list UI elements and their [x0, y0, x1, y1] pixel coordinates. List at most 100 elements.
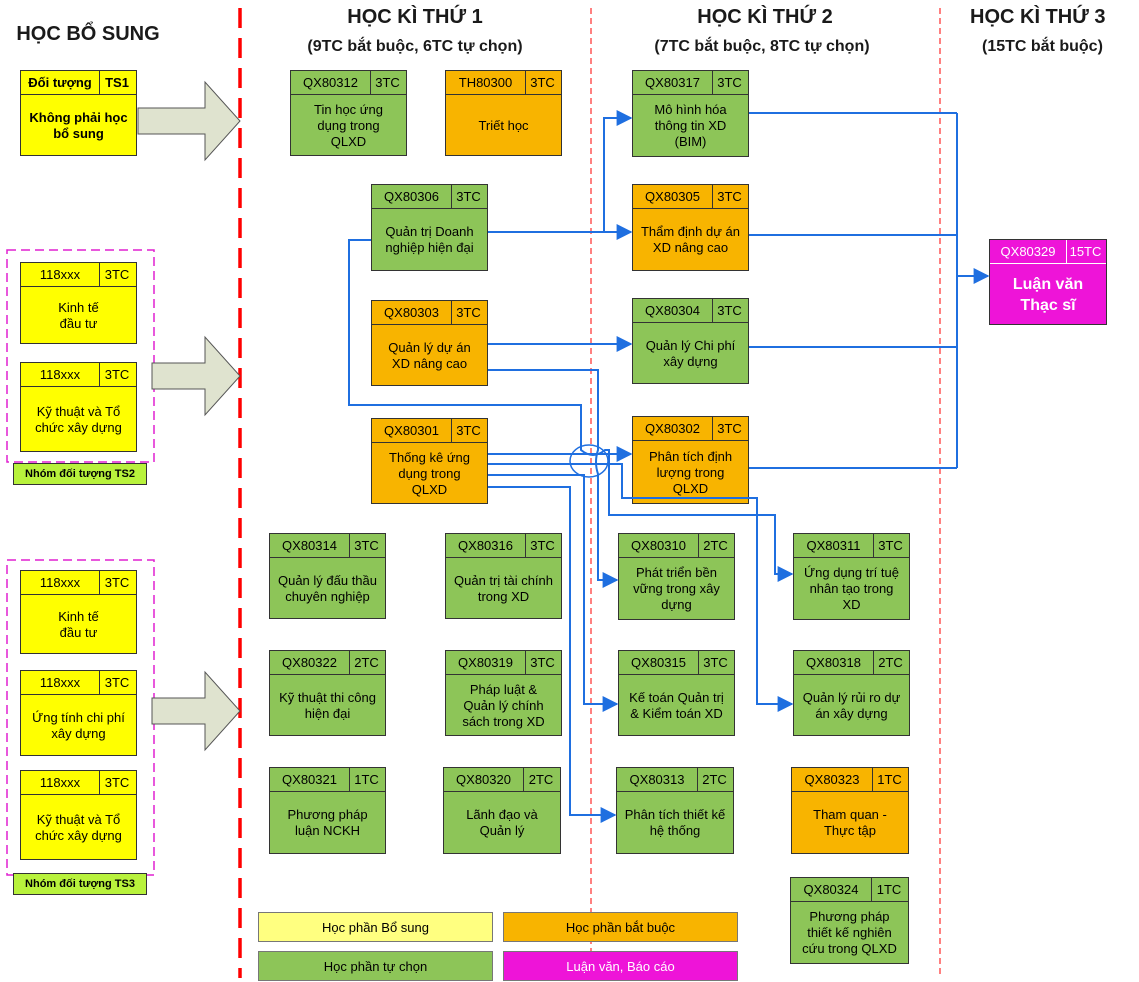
course-credit: 3TC — [98, 571, 136, 595]
course-credit: 3TC — [711, 299, 748, 323]
course-qx80316: QX80316 3TC Quản trị tài chính trong XD — [445, 533, 562, 619]
header-sem1-title: HỌC KÌ THỨ 1 — [347, 6, 483, 28]
course-code: QX80329 — [990, 240, 1067, 264]
course-credit: 3TC — [348, 534, 385, 558]
course-title: Triết học — [478, 117, 529, 133]
course-credit: 3TC — [697, 651, 734, 675]
course-qx80313: QX80313 2TC Phân tích thiết kế hệ thống — [616, 767, 734, 854]
course-code: QX80303 — [372, 301, 452, 325]
course-title: Phương pháp thiết kế nghiên cứu trong QL… — [802, 909, 897, 956]
course-qx80311: QX80311 3TC Ứng dụng trí tuệ nhân tạo tr… — [793, 533, 910, 620]
course-qx80305: QX80305 3TC Thẩm định dự án XD nâng cao — [632, 184, 749, 271]
course-title: Lãnh đạo và Quản lý — [466, 807, 538, 838]
course-credit: 3TC — [98, 363, 136, 387]
course-code: QX80310 — [619, 534, 699, 558]
course-code: QX80319 — [446, 651, 526, 675]
course-credit: 3TC — [872, 534, 909, 558]
course-qx80322: QX80322 2TC Kỹ thuật thi công hiện đại — [269, 650, 386, 736]
course-title: Tham quan - Thực tập — [813, 807, 887, 838]
course-credit: 2TC — [348, 651, 385, 675]
course-code: QX80315 — [619, 651, 699, 675]
arrow-qx80303-to-qx80310 — [488, 369, 619, 588]
course-code: QX80316 — [446, 534, 526, 558]
course-credit: 3TC — [450, 301, 487, 325]
header-supplement: HỌC BỔ SUNG — [16, 23, 160, 45]
legend-supplement: Học phần Bổ sung — [258, 912, 493, 942]
course-credit: 2TC — [522, 768, 560, 792]
course-credit: 1TC — [871, 768, 908, 792]
course-code: 118xxx — [21, 771, 100, 795]
course-code: QX80322 — [270, 651, 350, 675]
course-credit: 3TC — [98, 771, 136, 795]
header-sem3-sub: (15TC bắt buộc) — [982, 38, 1103, 55]
course-code: 118xxx — [21, 263, 100, 287]
course-code: QX80304 — [633, 299, 713, 323]
course-credit: 3TC — [711, 417, 748, 441]
course-th80300: TH80300 3TC Triết học — [445, 70, 562, 156]
course-credit: 3TC — [524, 71, 561, 95]
course-code: QX80320 — [444, 768, 524, 792]
course-title: Quản lý đấu thầu chuyên nghiệp — [277, 572, 378, 604]
course-qx80318: QX80318 2TC Quản lý rủi ro dự án xây dựn… — [793, 650, 910, 736]
course-qx80317: QX80317 3TC Mô hình hóa thông tin XD (BI… — [632, 70, 749, 157]
course-credit: 3TC — [524, 534, 561, 558]
course-title: Phát triển bền vững trong xây dựng — [633, 565, 720, 612]
course-code: QX80302 — [633, 417, 713, 441]
big-arrow-ts3 — [151, 670, 241, 752]
course-qx80321: QX80321 1TC Phương pháp luận NCKH — [269, 767, 386, 854]
course-qx80302: QX80302 3TC Phân tích định lượng trong Q… — [632, 416, 749, 504]
course-credit: 3TC — [711, 71, 748, 95]
course-code: 118xxx — [21, 671, 100, 695]
course-credit: 3TC — [711, 185, 748, 209]
course-title: Quản lý dự án XD nâng cao — [388, 339, 471, 371]
course-qx80320: QX80320 2TC Lãnh đạo và Quản lý — [443, 767, 561, 854]
ts2-group-label: Nhóm đối tượng TS2 — [13, 463, 147, 485]
header-sem2-sub: (7TC bắt buộc, 8TC tự chọn) — [654, 38, 870, 55]
course-code: QX80312 — [291, 71, 371, 95]
course-code: QX80323 — [792, 768, 873, 792]
course-title: Kế toán Quản trị & Kiểm toán XD — [629, 689, 724, 721]
course-title: Pháp luật & Quản lý chính sách trong XD — [462, 681, 545, 729]
course-credit: 15TC — [1065, 240, 1106, 264]
course-qx80303: QX80303 3TC Quản lý dự án XD nâng cao — [371, 300, 488, 386]
course-credit: 2TC — [697, 534, 734, 558]
ts2-course-2: 118xxx 3TC Kỹ thuật và Tổ chức xây dựng — [20, 362, 137, 452]
course-code: QX80324 — [791, 878, 872, 902]
header-sem1-sub: (9TC bắt buộc, 6TC tự chọn) — [307, 38, 523, 55]
course-title: Kinh tế đầu tư — [58, 299, 99, 331]
course-title: Thống kê ứng dụng trong QLXD — [389, 449, 470, 497]
ts1-label: Đối tượng — [21, 71, 100, 95]
course-code: TH80300 — [446, 71, 526, 95]
course-credit: 3TC — [98, 671, 136, 695]
course-credit: 1TC — [348, 768, 385, 792]
course-title: Phân tích thiết kế hệ thống — [624, 807, 726, 838]
course-title: Kinh tế đầu tư — [58, 608, 99, 640]
crossing-loop — [569, 444, 609, 478]
legend-elective: Học phần tự chọn — [258, 951, 493, 981]
arrow-qx80306-to-qx80317 — [488, 110, 633, 233]
ts3-group-label: Nhóm đối tượng TS3 — [13, 873, 147, 895]
course-title: Quản lý Chi phí xây dựng — [645, 337, 736, 369]
course-qx80315: QX80315 3TC Kế toán Quản trị & Kiểm toán… — [618, 650, 735, 736]
legend-required: Học phần bắt buộc — [503, 912, 738, 942]
course-code: QX80321 — [270, 768, 350, 792]
course-title: Ứng dụng trí tuệ nhân tạo trong XD — [804, 565, 899, 612]
course-code: 118xxx — [21, 363, 100, 387]
big-arrow-ts1 — [137, 80, 241, 162]
course-qx80324: QX80324 1TC Phương pháp thiết kế nghiên … — [790, 877, 909, 964]
course-title: Ứng tính chi phí xây dựng — [32, 709, 125, 741]
arrow-qx80301-to-qx80318 — [488, 463, 794, 712]
course-credit: 3TC — [450, 419, 487, 443]
course-code: QX80314 — [270, 534, 350, 558]
course-qx80329: QX80329 15TC Luận văn Thạc sĩ — [989, 239, 1107, 325]
ts2-course-1: 118xxx 3TC Kinh tế đầu tư — [20, 262, 137, 344]
ts3-course-2: 118xxx 3TC Ứng tính chi phí xây dựng — [20, 670, 137, 756]
ts1-code: TS1 — [98, 71, 136, 95]
course-credit: 1TC — [870, 878, 908, 902]
ts3-course-3: 118xxx 3TC Kỹ thuật và Tổ chức xây dựng — [20, 770, 137, 860]
course-code: QX80318 — [794, 651, 874, 675]
course-code: QX80301 — [372, 419, 452, 443]
course-credit: 3TC — [450, 185, 487, 209]
course-qx80319: QX80319 3TC Pháp luật & Quản lý chính sá… — [445, 650, 562, 736]
